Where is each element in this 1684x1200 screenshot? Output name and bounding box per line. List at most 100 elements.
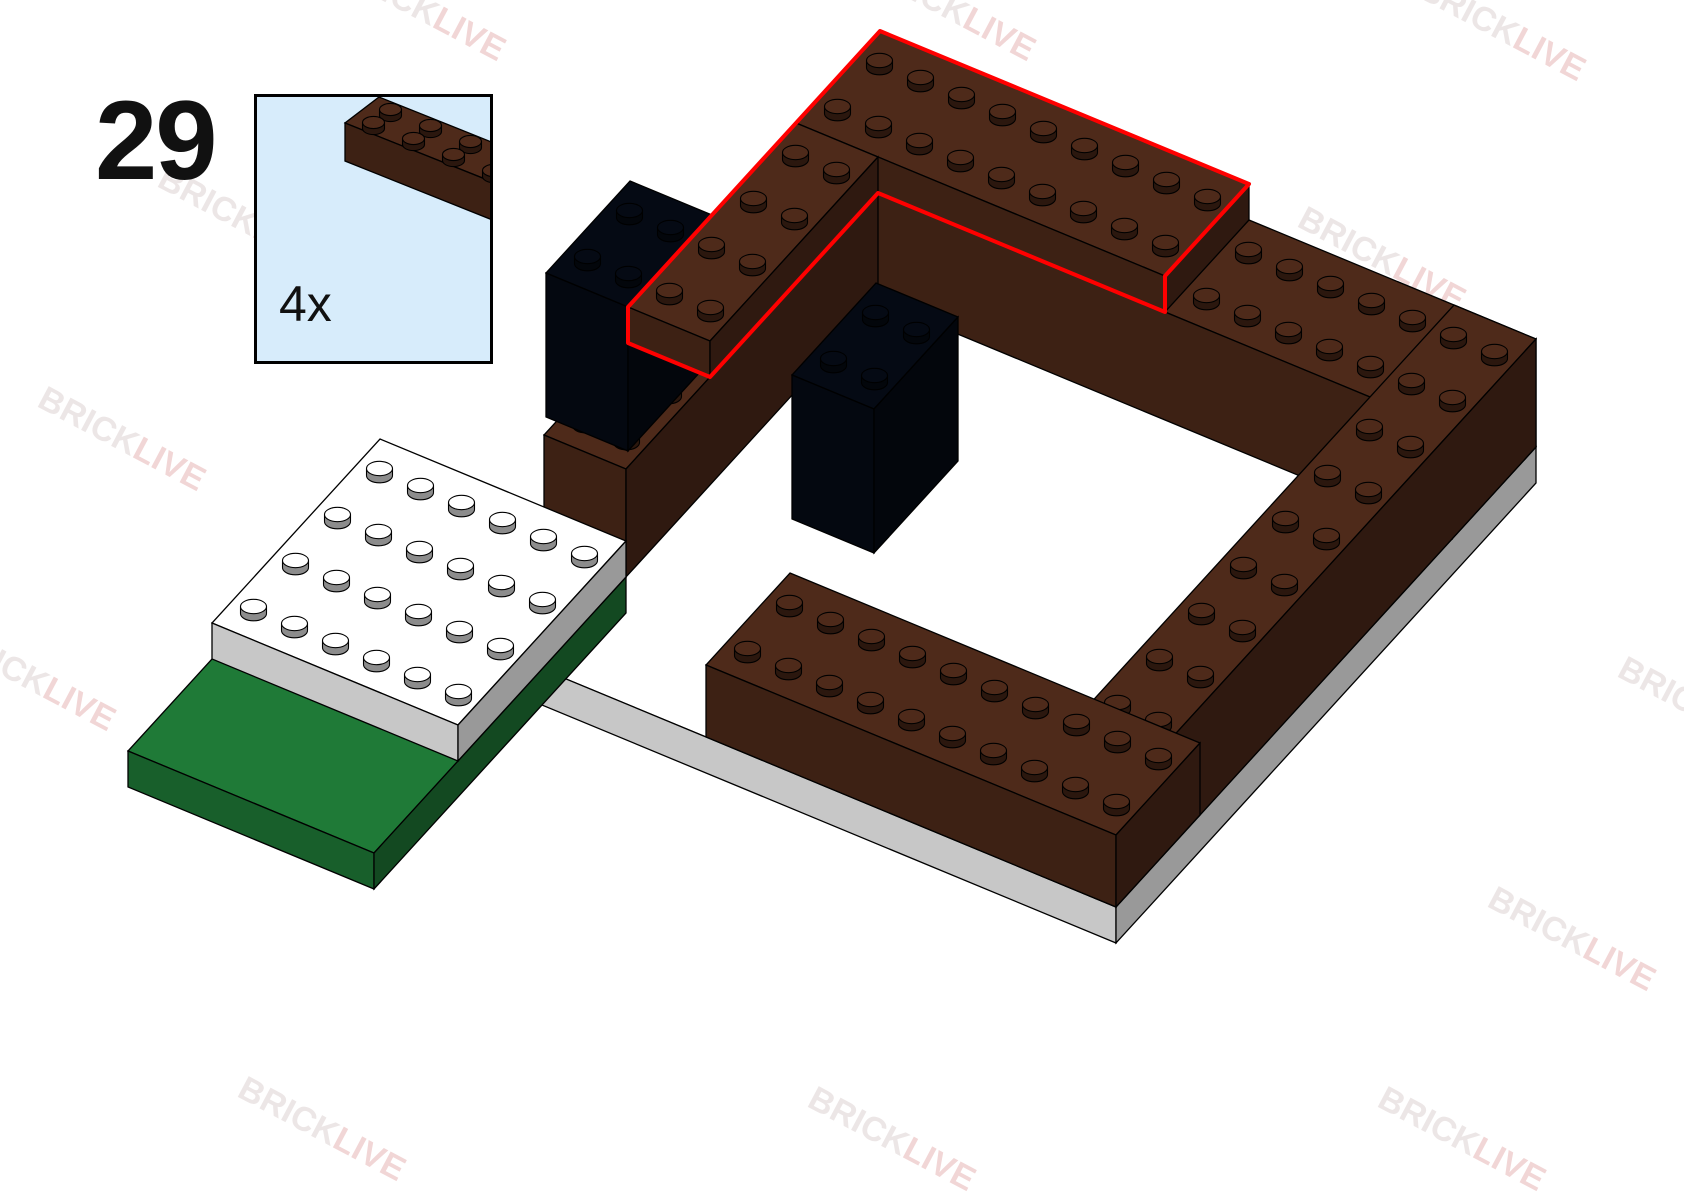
stud [570,545,599,569]
stud [822,161,851,185]
stud [861,304,890,328]
stud [738,253,767,277]
stud [322,569,351,593]
right-wall [1032,304,1538,909]
parts-list-box: 4x [254,94,493,364]
stud [418,118,443,139]
stud [406,477,435,501]
stud [1316,275,1345,299]
stud [1062,713,1091,737]
stud [1229,556,1258,580]
stud [488,511,517,535]
stud [1354,481,1383,505]
stud [1439,326,1468,350]
new-brick-left-column [626,122,880,379]
stud [1111,154,1140,178]
stud [815,674,844,698]
brick-2x4-part-icon [343,97,490,220]
stud [774,657,803,681]
stud [1102,793,1131,817]
stud [1274,321,1303,345]
stud [1356,355,1385,379]
stud [1061,776,1090,800]
stud [1313,464,1342,488]
stud [733,640,762,664]
new-bricks-highlight [626,29,1251,379]
white-bricks [210,438,628,763]
stud [1069,200,1098,224]
stud [1355,418,1384,442]
stud [816,611,845,635]
stud [1193,188,1222,212]
stud [1233,304,1262,328]
stud [781,144,810,168]
stud [819,350,848,374]
stud [905,132,934,156]
stud [1020,759,1049,783]
stud [615,202,644,226]
stud [365,460,394,484]
stud [446,557,475,581]
brick-side-right [1115,741,1201,909]
stud [1397,372,1426,396]
stud [1144,747,1173,771]
stud [980,679,1009,703]
stud [696,299,725,323]
stud [902,321,931,345]
stud [823,98,852,122]
stud [1228,619,1257,643]
stud [697,236,726,260]
stud [1028,183,1057,207]
stud [947,86,976,110]
stud [739,190,768,214]
stud [1480,343,1509,367]
stud [1398,309,1427,333]
step-number: 29 [95,78,218,203]
stud [444,683,473,707]
stud [447,494,476,518]
stud [1357,292,1386,316]
stud [988,103,1017,127]
stud [1192,287,1221,311]
stud [1070,137,1099,161]
stud [857,628,886,652]
stud [1103,730,1132,754]
stud [280,615,309,639]
stud [1186,665,1215,689]
stud [780,207,809,231]
stud [1271,510,1300,534]
stud [361,115,386,136]
stud [321,632,350,656]
stud [401,131,426,152]
stud [897,708,926,732]
stud [1151,234,1180,258]
stud [1315,338,1344,362]
stud [856,691,885,715]
stud [239,598,268,622]
stud [378,102,403,123]
stud [405,540,434,564]
stud [979,742,1008,766]
stud [481,164,490,183]
stud [860,367,889,391]
stud [1021,696,1050,720]
stud [486,637,515,661]
stud [445,620,474,644]
stud [987,166,1016,190]
stud [939,662,968,686]
stud [938,725,967,749]
stud [1029,120,1058,144]
highlight-outline [626,29,1251,379]
stud [946,149,975,173]
stud [404,603,433,627]
stud [1187,602,1216,626]
stud [403,666,432,690]
stud [865,52,894,76]
stud [528,591,557,615]
brick-side-right [873,315,959,555]
stud [1396,435,1425,459]
stud [898,645,927,669]
brick-2x4-icon [343,97,490,220]
black-pillar-center [790,282,960,555]
